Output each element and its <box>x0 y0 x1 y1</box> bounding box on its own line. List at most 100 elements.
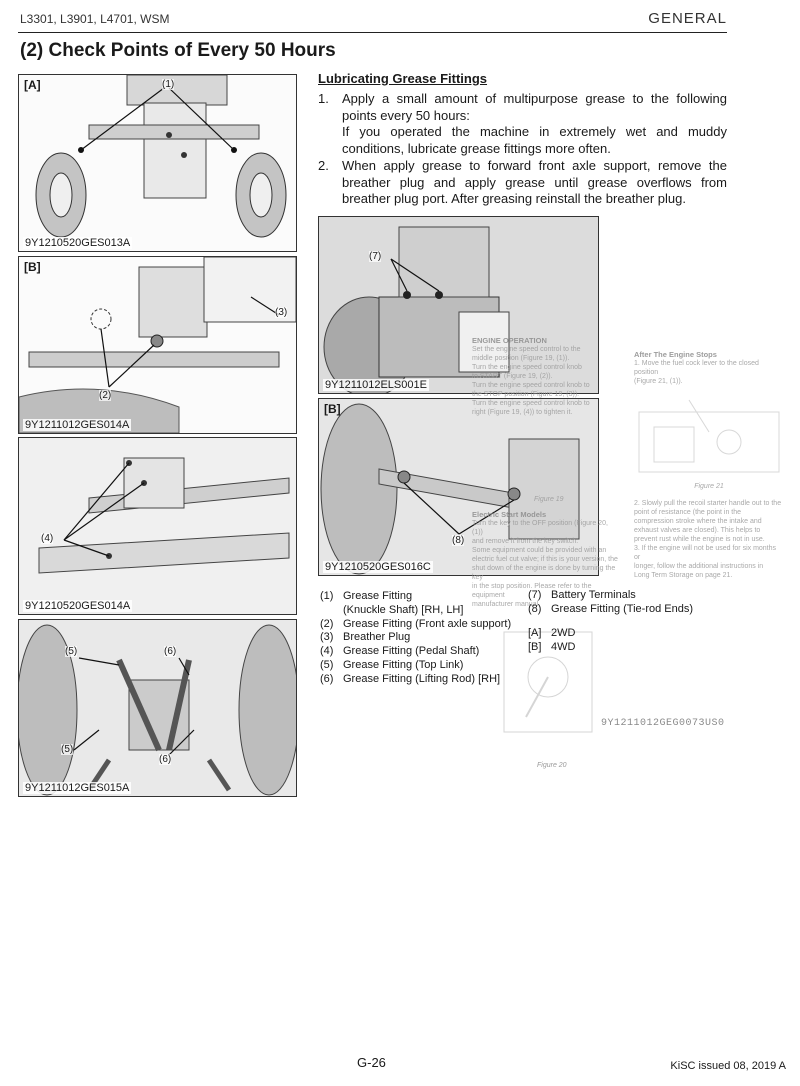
figure-d-callout-5b: (5) <box>61 744 74 755</box>
ghost-right2-line-0: 2. Slowly pull the recoil starter handle… <box>634 500 782 507</box>
legend-item-3: (3) Breather Plug <box>320 631 620 645</box>
step-2-text: When apply grease to forward front axle … <box>342 158 727 206</box>
legend-7-num: (7) <box>528 589 542 601</box>
legend-item-7: (7) Battery Terminals <box>528 588 693 602</box>
header-section: GENERAL <box>648 10 727 27</box>
legend-5-num: (5) <box>320 658 334 671</box>
ghost-estart-line-4: shut down of the engine is done by turni… <box>472 565 616 581</box>
ghost-estart-line-5: in the stop position. Please refer to th… <box>472 583 592 599</box>
ghost-fuel-cock-illustration <box>638 399 780 473</box>
figure-b-tag-text: [B] <box>24 260 41 274</box>
ghost-estart-line-6: manufacturer manual. <box>472 601 541 608</box>
figure-b-id: 9Y1211012GES014A <box>23 419 132 431</box>
ghost-right2-line-2: compression stroke where the intake and <box>634 518 762 525</box>
legend-1-text: Grease Fitting (Knuckle Shaft) [RH, LH] <box>343 590 463 618</box>
legend-item-1: (1) Grease Fitting (Knuckle Shaft) [RH, … <box>320 590 620 618</box>
step-1: 1. Apply a small amount of multipurpose … <box>318 91 727 157</box>
ghost-estart-title: Electric Start Models <box>472 510 547 519</box>
figure-c: (4) 9Y1210520GES014A <box>18 437 297 615</box>
ghost-left-line-0: Set the engine speed control to the <box>472 346 581 353</box>
legend-8-text: Grease Fitting (Tie-rod Ends) <box>551 603 694 615</box>
legend-list: (1) Grease Fitting (Knuckle Shaft) [RH, … <box>320 590 620 687</box>
figure-b-callout-3: (3) <box>275 307 288 318</box>
figure-f-callout-8: (8) <box>452 535 465 546</box>
legend-4-num: (4) <box>320 645 334 658</box>
ghost-estart-line-0: Turn the key to the OFF position (Figure… <box>472 520 608 536</box>
figure-f-tag: [B] <box>324 402 341 416</box>
figure-e-callout-7: (7) <box>369 251 382 262</box>
figure-d-callout-6b: (6) <box>159 754 172 765</box>
legend-a-num: [A] <box>528 627 542 639</box>
legend-b-num: [B] <box>528 641 542 653</box>
figure-d-callout-5a: (5) <box>65 646 78 657</box>
figure-e: (7) 9Y1211012ELS001E <box>318 216 599 394</box>
issue-info: KiSC issued 08, 2019 A <box>670 1060 786 1072</box>
ghost-estart-line-3: electric fuel cut valve; if this is your… <box>472 556 618 563</box>
figure-b: [A] [B] (2) (3) 9Y1211012GES014A <box>18 256 297 434</box>
ghost-left-title: ENGINE OPERATION <box>472 336 547 345</box>
ghost-right2-line-7: Long Term Storage on page 21. <box>634 572 733 579</box>
legend-a-text: 2WD <box>551 627 576 639</box>
legend-item-b: [B] 4WD <box>528 640 693 654</box>
pedal-shaft-illustration <box>19 438 296 614</box>
legend-7-text: Battery Terminals <box>551 589 636 601</box>
legend-item-4: (4) Grease Fitting (Pedal Shaft) <box>320 645 620 659</box>
ghost-right2-line-5: 3. If the engine will not be used for si… <box>634 545 777 561</box>
figure-c-callout-4: (4) <box>41 533 54 544</box>
figure-a: [A] (1) 9Y1210520GES013A <box>18 74 297 252</box>
legend-item-a: [A] 2WD <box>528 626 693 640</box>
three-point-linkage-illustration <box>19 620 296 796</box>
ghost-engine-operation: ENGINE OPERATION Set the engine speed co… <box>472 336 620 609</box>
legend-5-text: Grease Fitting (Top Link) <box>343 658 464 671</box>
legend-6-num: (6) <box>320 672 334 685</box>
front-axle-2wd-illustration <box>35 75 287 238</box>
step-2-number: 2. <box>318 158 329 173</box>
ghost-right-line-1: (Figure 21, (1)). <box>634 378 683 385</box>
figure-b-callout-2: (2) <box>99 390 112 401</box>
figure-f-id: 9Y1210520GES016C <box>323 561 433 573</box>
figure-a-tag: [A] <box>24 78 41 92</box>
legend-3-text: Breather Plug <box>343 631 411 644</box>
legend-6-text: Grease Fitting (Lifting Rod) [RH] <box>343 672 501 685</box>
figure-a-id: 9Y1210520GES013A <box>23 237 133 249</box>
ghost-right2-line-4: prevent rust while the engine is not in … <box>634 536 765 543</box>
step-2: 2. When apply grease to forward front ax… <box>318 158 727 208</box>
legend-4-text: Grease Fitting (Pedal Shaft) <box>343 645 480 658</box>
legend-1-sub: (Knuckle Shaft) [RH, LH] <box>343 603 464 616</box>
front-axle-support-illustration <box>19 257 296 433</box>
lubrication-steps: 1. Apply a small amount of multipurpose … <box>318 91 727 209</box>
ghost-after-engine-stops: After The Engine Stops 1. Move the fuel … <box>634 350 784 580</box>
step-1-main: Apply a small amount of multipurpose gre… <box>342 91 727 123</box>
ghost-right2-line-6: longer, follow the additional instructio… <box>634 563 764 570</box>
ghost-right-title: After The Engine Stops <box>634 350 717 359</box>
legend-3-num: (3) <box>320 631 334 644</box>
legend-2-text: Grease Fitting (Front axle support) <box>343 617 512 630</box>
ghost-fig20: Figure 20 <box>537 762 567 769</box>
figure-d-id: 9Y1211012GES015A <box>23 782 132 794</box>
ghost-estart-line-1: and remove it from the key switch. <box>472 538 579 545</box>
figure-f: [B] (8) 9Y1210520GES016C <box>318 398 599 576</box>
ghost-estart-line-2: Some equipment could be provided with an <box>472 547 607 554</box>
step-1-number: 1. <box>318 91 329 106</box>
ghost-right2-line-1: point of resistance (the point in the <box>634 509 742 516</box>
legend-1-num: (1) <box>320 590 334 602</box>
legend-item-5: (5) Grease Fitting (Top Link) <box>320 659 620 673</box>
figure-e-id: 9Y1211012ELS001E <box>323 379 429 391</box>
ghost-left-line-3: to START (Figure 19, (2)). <box>472 373 553 380</box>
header-models: L3301, L3901, L4701, WSM <box>20 12 170 26</box>
ghost-left-line-2: Turn the engine speed control knob <box>472 364 582 371</box>
legend-8-num: (8) <box>528 603 542 615</box>
ghost-left-line-4: Turn the engine speed control knob to <box>472 382 590 389</box>
figure-d-callout-6a: (6) <box>164 646 177 657</box>
ghost-left-line-1: middle position (Figure 19, (1)). <box>472 355 570 362</box>
ghost-fig19: Figure 19 <box>534 496 564 503</box>
ghost-left-line-5: the STOP position (Figure 19, (3)). <box>472 391 580 398</box>
ghost-reference-code: 9Y1211012GEG0073US0 <box>601 718 725 729</box>
lubrication-heading: Lubricating Grease Fittings <box>318 71 488 86</box>
figure-c-id: 9Y1210520GES014A <box>23 600 133 612</box>
ghost-fig21: Figure 21 <box>694 483 724 490</box>
ghost-right-line-0: 1. Move the fuel cock lever to the close… <box>634 360 759 376</box>
section-title: (2) Check Points of Every 50 Hours <box>20 40 336 61</box>
legend-right-list: (7) Battery Terminals (8) Grease Fitting… <box>528 588 693 654</box>
step-1-text: Apply a small amount of multipurpose gre… <box>342 91 727 157</box>
